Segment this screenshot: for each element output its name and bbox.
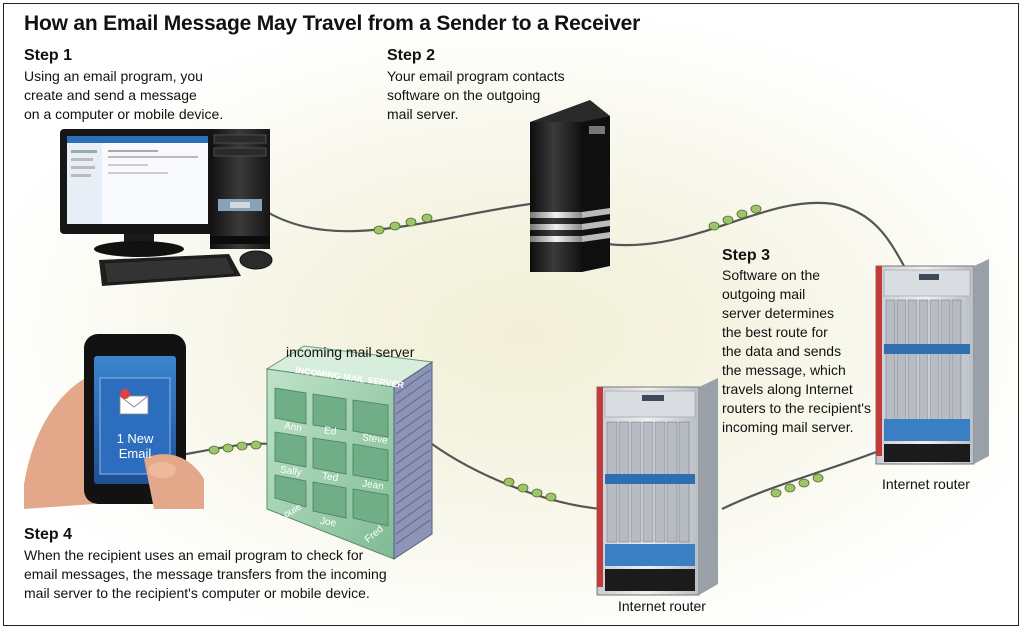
step-4-line: When the recipient uses an email program… — [24, 547, 364, 563]
step-2-text: Your email program contacts software on … — [387, 67, 565, 124]
step-2-heading: Step 2 — [387, 47, 436, 64]
step-1-line: Using an email program, you — [24, 68, 203, 84]
step-3-line: the data and sends — [722, 343, 842, 359]
step-4-line: mail server to the recipient's computer … — [24, 585, 370, 601]
step-3-text: Software on the outgoing mail server det… — [722, 266, 871, 437]
monitor — [60, 129, 215, 257]
step-3-line: outgoing mail — [722, 286, 806, 302]
step-3-line: travels along Internet — [722, 381, 853, 397]
incoming-mail-server-caption: incoming mail server — [286, 344, 415, 360]
mailbox-label-ed: Ed — [323, 425, 337, 438]
step-2-line: software on the outgoing — [387, 87, 541, 103]
step-2-line: Your email program contacts — [387, 68, 565, 84]
step-4-heading: Step 4 — [24, 526, 73, 543]
step-3-line: server determines — [722, 305, 835, 321]
step-3-line: Software on the — [722, 267, 821, 283]
cable-router-left-to-mailbox — [431, 443, 603, 511]
step-3-line: routers to the recipient's — [722, 400, 871, 416]
phone-notification-line: Email — [118, 446, 152, 461]
diagram-artwork — [24, 100, 989, 596]
mouse — [239, 250, 273, 270]
smartphone-in-hand — [24, 334, 204, 509]
diagram-title: How an Email Message May Travel from a S… — [24, 12, 641, 35]
mailbox-label-ann: Ann — [283, 420, 303, 435]
cable-server-to-router-right — [606, 201, 905, 267]
diagram-frame: How an Email Message May Travel from a S… — [3, 3, 1019, 626]
incoming-mail-server-graphic — [265, 345, 434, 560]
step-1-line: create and send a message — [24, 87, 197, 103]
internet-router-left-caption: Internet router — [618, 598, 706, 614]
cable-router-right-to-router-left — [721, 447, 885, 510]
internet-router-left-graphic — [596, 378, 718, 596]
desktop-computer — [60, 129, 273, 286]
keyboard — [99, 254, 241, 286]
step-3-heading: Step 3 — [722, 247, 771, 264]
cable-beads — [208, 204, 824, 502]
step-2-line: mail server. — [387, 106, 459, 122]
outgoing-mail-server — [530, 100, 610, 272]
computer-tower — [210, 129, 270, 249]
step-3-line: the message, which — [722, 362, 846, 378]
step-4-line: email messages, the message transfers fr… — [24, 566, 387, 582]
step-4-text: When the recipient uses an email program… — [24, 546, 387, 603]
phone-notification-line: 1 New — [116, 431, 154, 446]
internet-router-right-graphic — [875, 259, 989, 465]
step-3-line: the best route for — [722, 324, 828, 340]
mailbox-label-ted: Ted — [321, 470, 339, 485]
internet-router-right-caption: Internet router — [882, 476, 970, 492]
phone-notification: 1 New Email — [101, 431, 169, 461]
step-1-heading: Step 1 — [24, 47, 73, 64]
step-3-line: incoming mail server. — [722, 419, 854, 435]
step-1-line: on a computer or mobile device. — [24, 106, 224, 122]
mailbox-label-joe: Joe — [319, 515, 337, 530]
step-1-text: Using an email program, you create and s… — [24, 67, 223, 124]
